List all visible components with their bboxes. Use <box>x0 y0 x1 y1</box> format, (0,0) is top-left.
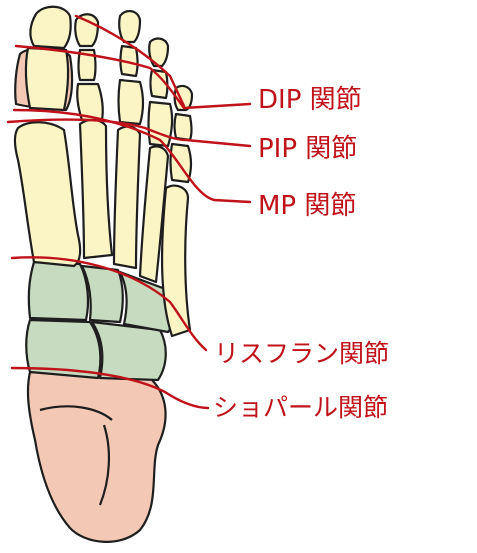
cuboid <box>25 318 102 380</box>
pip-joint-line <box>6 118 252 148</box>
metatarsal-5 <box>160 184 192 338</box>
metatarsal-4 <box>138 145 170 284</box>
mp-joint-label: MP 関節 <box>258 191 357 221</box>
metatarsal-1 <box>13 121 82 268</box>
toe3-middle <box>119 44 139 78</box>
cuneiform-lateral <box>27 260 90 322</box>
dip-joint-label: DIP 関節 <box>258 85 362 115</box>
toe2-middle <box>77 48 97 82</box>
rear-detail <box>39 405 113 506</box>
metatarsal-3 <box>112 125 142 270</box>
mp-joint-line <box>12 108 252 204</box>
toe2-distal <box>74 13 100 48</box>
lisfranc-joint-line <box>10 256 208 352</box>
toe5-distal <box>173 84 194 112</box>
toe3-proximal <box>117 78 145 126</box>
lisfranc-joint-label: リスフラン関節 <box>214 339 390 368</box>
chopart-joint-label: ショパール関節 <box>213 393 389 422</box>
hallux-distal <box>29 5 72 50</box>
hallux-proximal <box>24 46 70 112</box>
pip-joint-label: PIP 関節 <box>258 134 358 164</box>
cuneiform-middle <box>80 264 124 324</box>
toe4-distal <box>148 37 170 68</box>
chopart-joint-line <box>10 366 210 410</box>
dip-joint-line <box>14 44 252 110</box>
toe5-middle <box>173 112 193 142</box>
navicular <box>90 320 167 382</box>
calcaneus-talus <box>26 370 167 543</box>
toe3-distal <box>118 10 142 44</box>
dip-joint-line-upper <box>74 14 186 108</box>
toe4-middle <box>149 68 169 100</box>
metatarsal-2 <box>78 118 114 260</box>
